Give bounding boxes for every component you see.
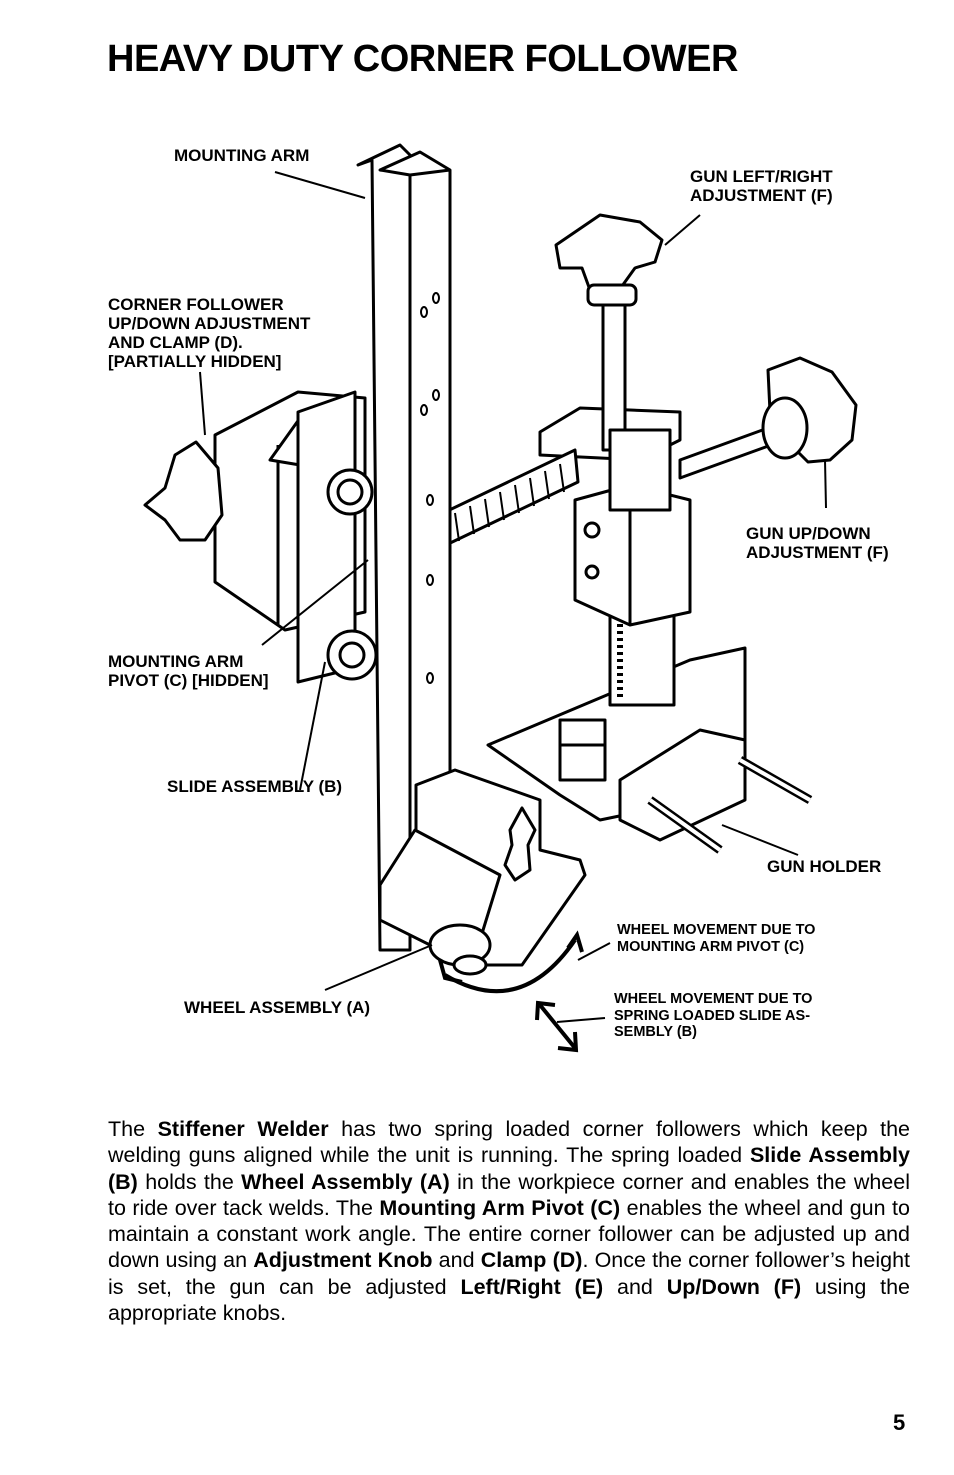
clamp-knob	[143, 440, 224, 542]
page-number: 5	[893, 1410, 906, 1435]
label-line: MOUNTING ARM	[108, 652, 244, 671]
text: has two spring loaded corner followers w…	[108, 1117, 910, 1168]
wing-nut	[503, 806, 537, 882]
label-line: CORNER FOLLOWER	[108, 295, 284, 314]
label-gun-left-right: GUN LEFT/RIGHT ADJUSTMENT (F)	[690, 167, 833, 205]
corner-follower-diagram	[143, 143, 858, 1053]
text: and	[432, 1248, 481, 1273]
label-line: UP/DOWN ADJUSTMENT	[108, 314, 311, 333]
label-gun-holder: GUN HOLDER	[767, 857, 882, 876]
text: using the appropriate knobs.	[108, 1274, 911, 1326]
label-line: GUN LEFT/RIGHT	[690, 167, 833, 186]
label-line: SEMBLY (B)	[614, 1024, 697, 1040]
leader-lines	[199, 171, 827, 1023]
label-line: WHEEL MOVEMENT DUE TO	[614, 991, 813, 1007]
text: enables the wheel and gun to maintain a …	[108, 1195, 910, 1273]
term-adjustment-knob: Adjustment Knob	[253, 1248, 433, 1273]
text: The	[108, 1117, 158, 1141]
description-paragraph: The Stiffener Welder has two spring load…	[108, 1116, 910, 1326]
text: . Once the corner follower’s height is s…	[108, 1248, 910, 1299]
label-wheel-movement-pivot: WHEEL MOVEMENT DUE TO MOUNTING ARM PIVOT…	[617, 922, 815, 955]
label-line: AND CLAMP (D).	[108, 333, 243, 352]
term-wheel-assembly: Wheel Assembly (A)	[241, 1169, 450, 1194]
term-clamp: Clamp (D)	[480, 1248, 583, 1273]
label-wheel-assembly: WHEEL ASSEMBLY (A)	[184, 998, 371, 1017]
label-line: MOUNTING ARM PIVOT (C)	[617, 938, 805, 955]
term-stiffener-welder: Stiffener Welder	[157, 1117, 329, 1141]
term-slide-assembly: Slide Assembly (B)	[108, 1143, 910, 1194]
label-mounting-arm: MOUNTING ARM	[174, 146, 310, 165]
term-left-right: Left/Right (E)	[460, 1274, 604, 1299]
label-line: ADJUSTMENT (F)	[690, 186, 833, 205]
text: in the workpiece corner and enables the …	[108, 1169, 910, 1220]
label-wheel-movement-spring: WHEEL MOVEMENT DUE TO SPRING LOADED SLID…	[614, 991, 812, 1041]
pivot-bolts	[326, 468, 378, 681]
label-corner-follower: CORNER FOLLOWER UP/DOWN ADJUSTMENT AND C…	[108, 295, 310, 371]
label-gun-up-down: GUN UP/DOWN ADJUSTMENT (F)	[746, 524, 889, 562]
label-line: PIVOT (C) [HIDDEN]	[108, 671, 269, 690]
gun-rod-vertical	[601, 298, 627, 452]
mounting-arm	[356, 143, 412, 952]
page-title: HEAVY DUTY CORNER FOLLOWER	[107, 38, 738, 80]
label-slide-assembly: SLIDE ASSEMBLY (B)	[167, 777, 343, 796]
text: and	[603, 1274, 667, 1299]
term-mounting-arm-pivot: Mounting Arm Pivot (C)	[379, 1195, 621, 1220]
label-line: GUN UP/DOWN	[746, 524, 871, 543]
label-line: SPRING LOADED SLIDE AS-	[614, 1007, 811, 1024]
label-pivot: MOUNTING ARM PIVOT (C) [HIDDEN]	[108, 652, 269, 690]
gun-lr-knob	[554, 213, 664, 302]
label-line: WHEEL MOVEMENT DUE TO	[617, 922, 816, 938]
text: holds the	[137, 1169, 242, 1194]
label-line: ADJUSTMENT (F)	[746, 543, 889, 562]
movement-arrows	[438, 930, 584, 1053]
gun-holder-clamp	[618, 728, 747, 842]
label-line: [PARTIALLY HIDDEN]	[108, 352, 282, 371]
term-up-down: Up/Down (F)	[666, 1274, 802, 1299]
